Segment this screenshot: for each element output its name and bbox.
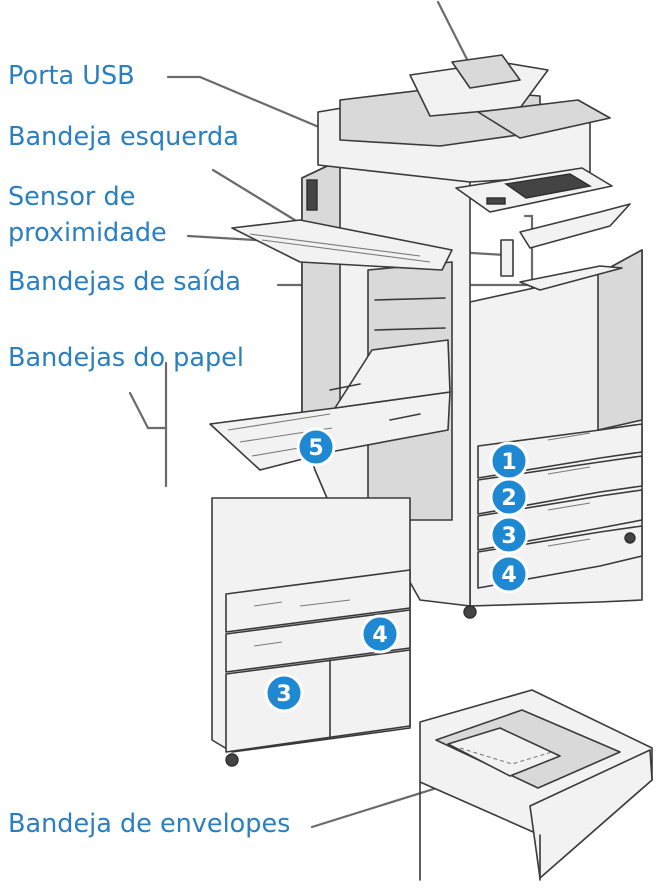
envelope-tray-front	[529, 749, 653, 879]
tray-badges: 5 1 2 3 4 4 3	[264, 427, 529, 713]
proximity-sensor	[500, 239, 514, 277]
paper-path-line-1	[374, 297, 446, 401]
badge-tray-4-number: 4	[501, 563, 516, 588]
hcf-caster	[225, 753, 239, 767]
badge-tray-1-number: 1	[501, 450, 516, 475]
left-tray-lines	[249, 233, 431, 263]
caster-2	[624, 532, 636, 544]
badge-tray-4: 4	[489, 554, 529, 594]
right-cabinet-side	[597, 249, 643, 431]
label-usb-port: Porta USB	[8, 61, 135, 91]
badge-tray-3: 3	[489, 515, 529, 555]
label-proximity-sensor-line-1: Sensor de	[8, 182, 136, 212]
badge-tray-2-number: 2	[501, 486, 516, 511]
high-capacity-feeder	[211, 497, 411, 767]
hcf-drawer-lower	[225, 649, 411, 753]
label-proximity-sensor-line-2: proximidade	[8, 218, 167, 248]
callout-paper-trays	[128, 391, 168, 488]
bypass-guide	[329, 383, 421, 421]
caster-1	[463, 605, 477, 619]
badge-hcf-tray-4-number: 4	[372, 623, 387, 648]
hcf-handles	[253, 599, 351, 647]
touch-screen	[504, 173, 592, 199]
label-paper-trays: Bandejas do papel	[8, 343, 244, 373]
badge-hcf-tray-3: 3	[264, 673, 304, 713]
badge-hcf-tray-3-number: 3	[276, 682, 291, 707]
envelope	[447, 727, 561, 777]
envelope-tray-base	[419, 781, 541, 881]
envelope-tray-illustration	[419, 689, 653, 881]
output-tray-lower	[519, 265, 623, 291]
badge-tray-1: 1	[489, 441, 529, 481]
label-left-tray: Bandeja esquerda	[8, 122, 239, 152]
label-envelope-tray: Bandeja de envelopes	[8, 809, 291, 839]
hcf-drawer-upper	[225, 569, 411, 633]
bypass-tray-back	[334, 339, 451, 409]
label-output-trays: Bandejas de saída	[8, 267, 242, 297]
feeder-output	[477, 99, 611, 139]
badge-bypass-number: 5	[308, 436, 323, 461]
callout-left-tray	[211, 168, 300, 224]
feeder-tray	[451, 54, 521, 89]
drawer-handles	[547, 432, 591, 547]
badge-tray-3-number: 3	[501, 524, 516, 549]
usb-port	[486, 197, 506, 205]
badge-tray-2: 2	[489, 477, 529, 517]
output-tray-upper	[519, 203, 631, 249]
side-vent	[306, 179, 318, 211]
badge-hcf-tray-4: 4	[360, 614, 400, 654]
badge-bypass: 5	[296, 427, 336, 467]
